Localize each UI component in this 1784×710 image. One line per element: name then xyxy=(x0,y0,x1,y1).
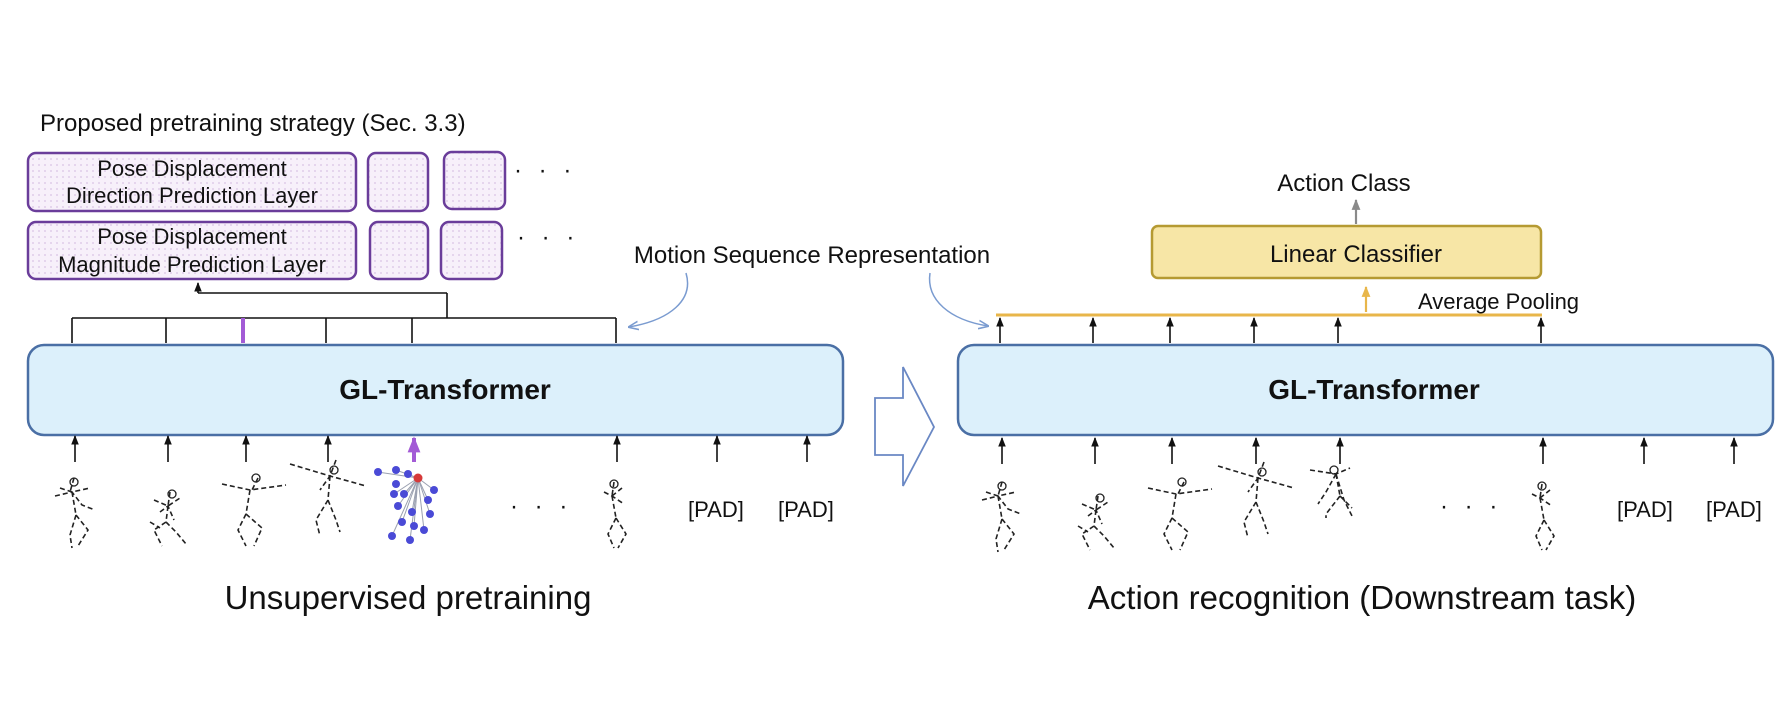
left-skeleton-6 xyxy=(603,479,627,549)
right-transformer-label: GL-Transformer xyxy=(1268,374,1480,405)
action-class-label: Action Class xyxy=(1277,170,1410,197)
right-skeleton-3 xyxy=(1147,477,1213,551)
magnitude-prediction-layer: Pose Displacement Magnitude Prediction L… xyxy=(26,220,358,281)
right-skeleton-2 xyxy=(1077,493,1115,551)
right-output-arrows xyxy=(996,317,1545,343)
linear-classifier-label: Linear Classifier xyxy=(1270,241,1442,268)
transfer-arrow xyxy=(874,366,936,487)
right-pad-1: [PAD] xyxy=(1617,497,1673,522)
strategy-title: Proposed pretraining strategy (Sec. 3.3) xyxy=(40,110,466,137)
left-pad-1: [PAD] xyxy=(688,497,744,522)
right-pad-2: [PAD] xyxy=(1706,497,1762,522)
right-seq-ellipsis: · · · xyxy=(1440,493,1502,520)
magnitude-layer-ellipsis: · · · xyxy=(517,224,579,251)
magnitude-layer-line2: Magnitude Prediction Layer xyxy=(58,252,326,277)
right-skeleton-6 xyxy=(1531,481,1555,551)
left-gl-transformer: GL-Transformer xyxy=(26,343,845,437)
magnitude-layer-line1: Pose Displacement xyxy=(97,224,287,249)
left-transformer-label: GL-Transformer xyxy=(339,374,551,405)
left-skeleton-2 xyxy=(149,489,187,547)
left-skeleton-3 xyxy=(221,473,287,547)
right-input-arrows xyxy=(998,437,1738,464)
left-panel: Proposed pretraining strategy (Sec. 3.3)… xyxy=(26,110,845,616)
representation-curve-right xyxy=(928,272,988,326)
left-caption: Unsupervised pretraining xyxy=(225,579,592,616)
linear-classifier: Linear Classifier xyxy=(1150,224,1543,280)
average-pooling-label: Average Pooling xyxy=(1418,289,1579,314)
left-skeleton-1 xyxy=(54,477,96,549)
direction-layer-line1: Pose Displacement xyxy=(97,156,287,181)
right-panel: Action Class Linear Classifier Average P… xyxy=(956,170,1775,616)
direction-layer-ellipsis: · · · xyxy=(514,157,576,184)
left-skeleton-4 xyxy=(289,459,367,537)
left-skeleton-keypoints xyxy=(374,466,438,544)
motion-sequence-representation-label: Motion Sequence Representation xyxy=(634,242,990,269)
right-skeleton-5 xyxy=(1309,465,1353,518)
right-caption: Action recognition (Downstream task) xyxy=(1088,579,1636,616)
magnitude-layer-block-2 xyxy=(368,220,430,281)
left-input-arrows xyxy=(71,435,811,462)
output-bracket xyxy=(71,282,617,343)
direction-layer-line2: Direction Prediction Layer xyxy=(66,183,318,208)
magnitude-layer-block-3 xyxy=(439,220,504,281)
representation-curve-left xyxy=(629,272,689,327)
direction-prediction-layer: Pose Displacement Direction Prediction L… xyxy=(26,151,358,213)
left-seq-ellipsis: · · · xyxy=(510,493,572,520)
left-pad-2: [PAD] xyxy=(778,497,834,522)
right-gl-transformer: GL-Transformer xyxy=(956,343,1775,437)
right-skeleton-4 xyxy=(1217,461,1295,539)
direction-layer-block-3 xyxy=(442,150,507,211)
direction-layer-block-2 xyxy=(366,151,430,213)
right-skeleton-1 xyxy=(981,481,1022,553)
center-region: Motion Sequence Representation xyxy=(629,242,990,487)
